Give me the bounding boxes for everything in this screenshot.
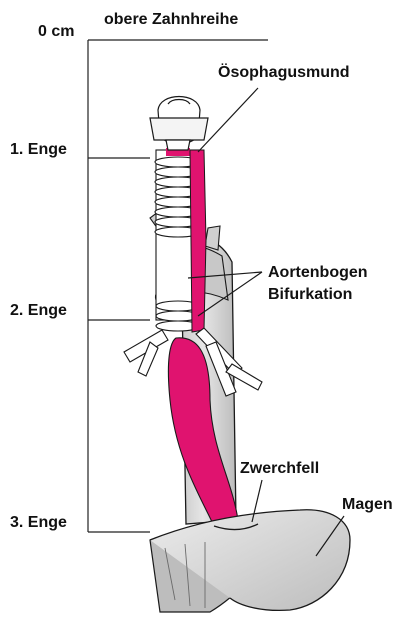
larynx <box>150 97 208 151</box>
label-narrowing-3: 3. Enge <box>10 514 67 532</box>
label-zero-cm: 0 cm <box>38 23 74 41</box>
label-narrowing-1: 1. Enge <box>10 141 67 159</box>
label-esophagus-mouth: Ösophagusmund <box>218 64 350 82</box>
stomach-diaphragm <box>150 510 350 612</box>
label-narrowing-2: 2. Enge <box>10 302 67 320</box>
label-aortic-arch: Aortenbogen <box>268 264 368 282</box>
label-stomach: Magen <box>342 496 393 514</box>
label-diaphragm: Zwerchfell <box>240 460 319 478</box>
label-upper-teeth: obere Zahnhreihe <box>104 11 238 29</box>
label-bifurcation: Bifurkation <box>268 286 352 304</box>
